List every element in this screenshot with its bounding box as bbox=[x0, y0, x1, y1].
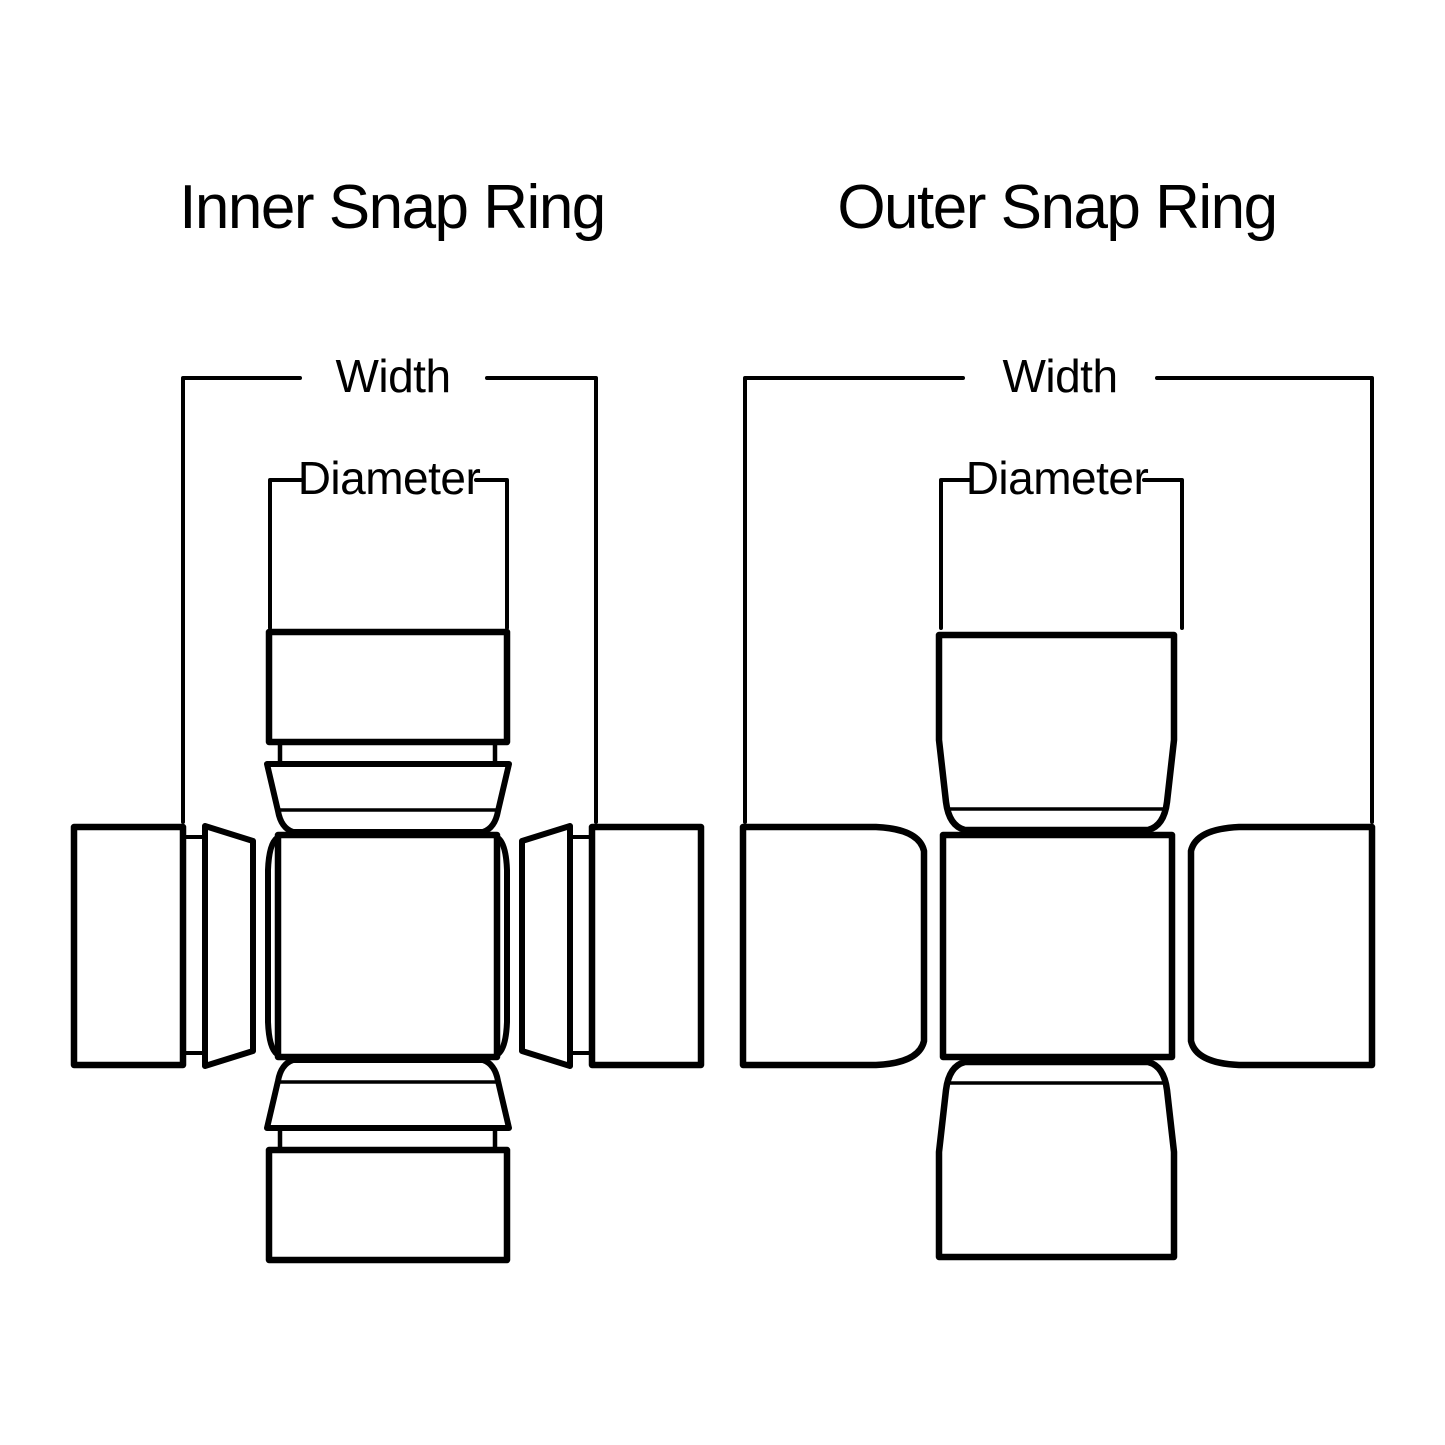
outer-left-bearing-cap bbox=[739, 823, 928, 1069]
outer-snap-ring-diagram: Outer Snap Ring Width Diameter bbox=[739, 173, 1376, 1261]
inner-snap-ring-diagram: Inner Snap Ring Width Diameter bbox=[70, 173, 705, 1264]
inner-center-body bbox=[274, 831, 501, 1061]
outer-bottom-bearing-cap bbox=[935, 1058, 1178, 1261]
outer-diameter-label: Diameter bbox=[966, 452, 1149, 504]
inner-diameter-label: Diameter bbox=[298, 452, 481, 504]
inner-bottom-snap-ring-groove bbox=[277, 1125, 498, 1153]
outer-width-label: Width bbox=[1002, 350, 1117, 402]
inner-left-snap-ring-groove bbox=[183, 835, 205, 1055]
inner-right-seal-boot bbox=[495, 823, 573, 1069]
inner-top-seal-boot bbox=[264, 761, 512, 835]
outer-diameter-bracket bbox=[939, 478, 1184, 630]
outer-width-bracket bbox=[743, 376, 1374, 824]
inner-bottom-seal-boot bbox=[264, 1057, 512, 1131]
inner-left-bearing-cap bbox=[70, 823, 187, 1069]
inner-right-bearing-cap bbox=[588, 823, 705, 1069]
inner-width-bracket bbox=[181, 376, 598, 824]
inner-right-snap-ring-groove bbox=[570, 835, 592, 1055]
inner-top-snap-ring-groove bbox=[277, 739, 498, 767]
inner-top-bearing-cap bbox=[265, 628, 511, 746]
outer-right-bearing-cap bbox=[1187, 823, 1376, 1069]
inner-diameter-bracket bbox=[268, 478, 509, 630]
inner-bottom-bearing-cap bbox=[265, 1146, 511, 1264]
inner-width-label: Width bbox=[335, 350, 450, 402]
outer-title: Outer Snap Ring bbox=[837, 173, 1276, 242]
outer-center-body bbox=[939, 831, 1176, 1061]
inner-title: Inner Snap Ring bbox=[179, 173, 605, 242]
outer-top-bearing-cap bbox=[935, 631, 1178, 834]
inner-left-seal-boot bbox=[202, 823, 280, 1069]
